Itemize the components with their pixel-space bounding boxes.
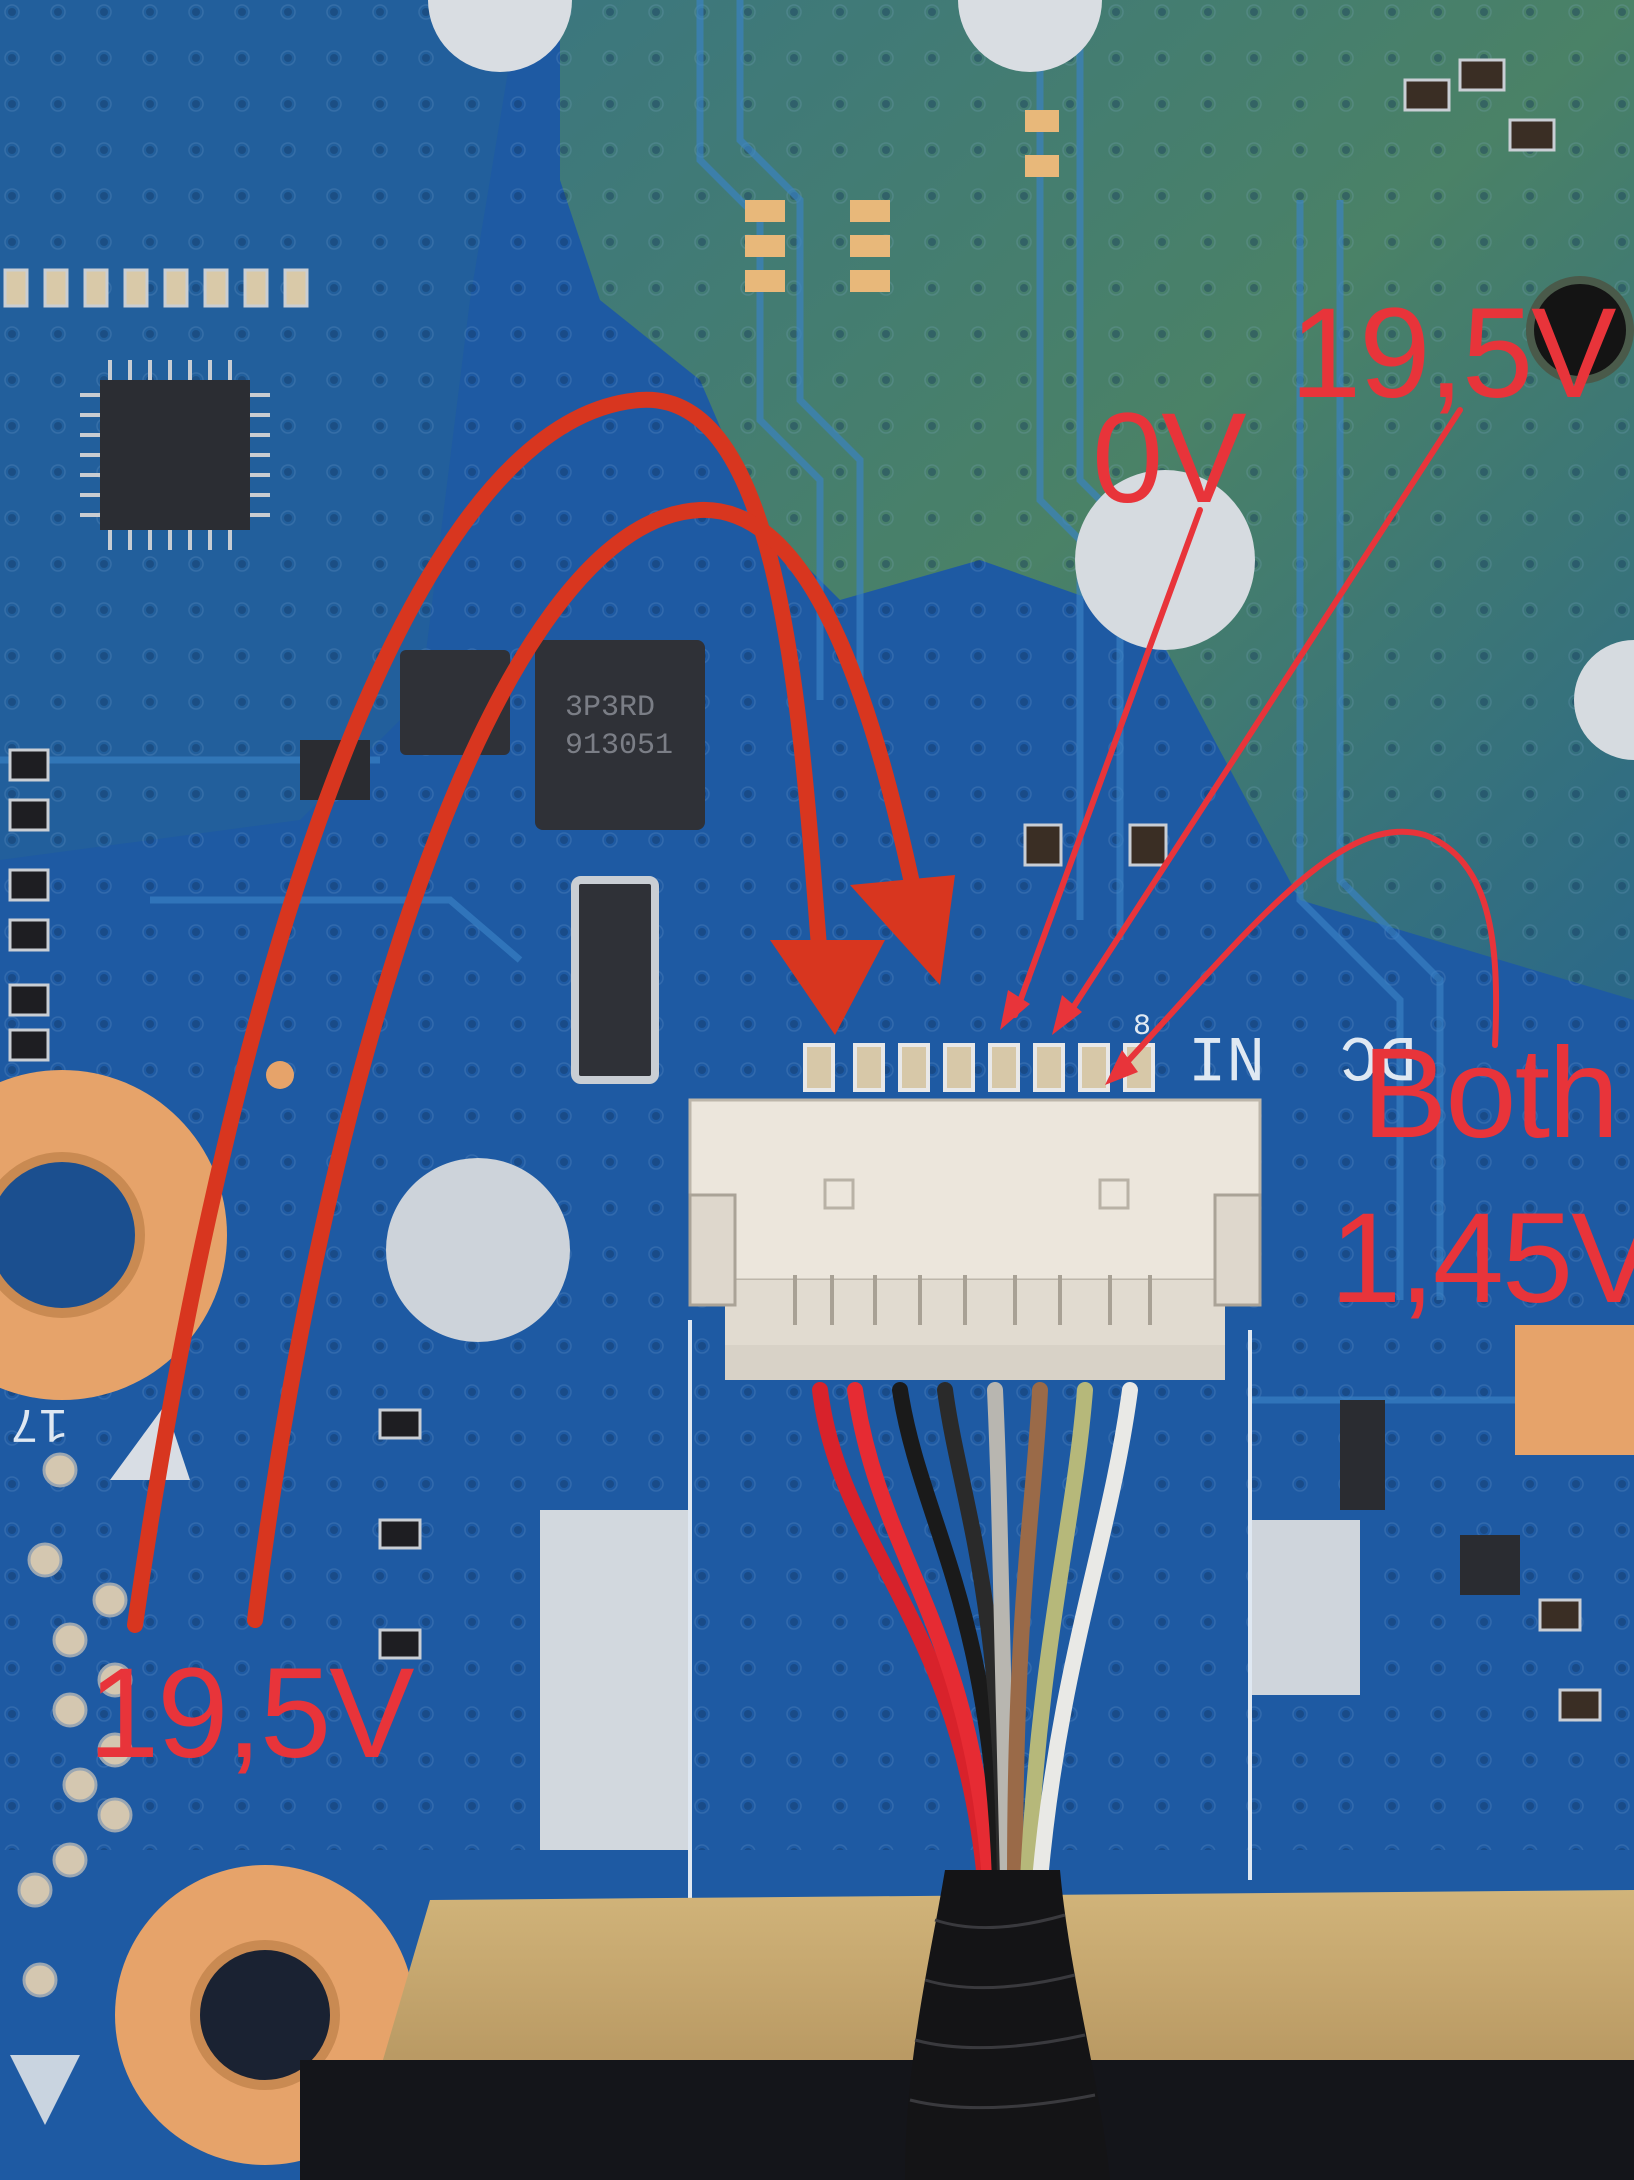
white-spot: [1574, 640, 1634, 760]
silk-corner-number: 17: [10, 1395, 68, 1449]
screw-hole-top-right: [1526, 276, 1634, 384]
pad-group-top: [745, 110, 1059, 292]
thin-red-arrows: [1012, 407, 1500, 1078]
qfn-chip: [80, 360, 270, 550]
label-zero-voltage: 0V: [1092, 387, 1247, 530]
silk-connector-text: NI: [1188, 1018, 1265, 1090]
arrowhead-thin: [1105, 1050, 1138, 1085]
smd-parts-left: [8, 748, 422, 1660]
smd-parts-right: [1023, 58, 1602, 1722]
label-left-voltage: 19,5V: [88, 1642, 414, 1785]
label-both-voltage: 1,45V: [1330, 1187, 1634, 1330]
diode: [571, 876, 659, 1084]
arrowhead: [850, 875, 955, 985]
mosfet-marking-line1: 3P3RD: [565, 691, 656, 725]
silk-block: [1250, 1520, 1360, 1695]
mosfet-chip: [535, 640, 705, 830]
arrowhead-thin: [1000, 990, 1030, 1030]
connector-pins: [803, 1043, 1155, 1092]
capacitor-row: [3, 268, 309, 308]
pad-copper-small: [266, 1061, 294, 1089]
silk-pin-number: 8: [1133, 1010, 1152, 1044]
red-curve-arrows: [127, 391, 928, 1633]
screw-hole-left: [0, 1070, 227, 1400]
wire-harness: [812, 1382, 1138, 1888]
copper-pad-right: [1515, 1325, 1634, 1455]
white-spot: [386, 1158, 570, 1342]
silk-block: [540, 1510, 690, 1850]
arrowhead-thin: [1052, 995, 1082, 1035]
sleeve-texture: [909, 1913, 1096, 2110]
arrowhead: [770, 940, 885, 1035]
white-spot: [958, 0, 1102, 72]
edge-pads: [17, 1452, 133, 1998]
label-both: Both: [1362, 1022, 1619, 1165]
sot-chip-2: [1460, 1535, 1520, 1595]
connector-housing: [688, 1098, 1262, 1380]
white-spot: [428, 0, 572, 72]
white-spot: [1075, 470, 1255, 650]
sot-chip: [1340, 1400, 1385, 1510]
silk-triangle-bottom: [10, 2055, 80, 2125]
mosfet-marking-line2: 913051: [565, 729, 674, 763]
label-top-right-voltage: 19,5V: [1290, 282, 1616, 425]
